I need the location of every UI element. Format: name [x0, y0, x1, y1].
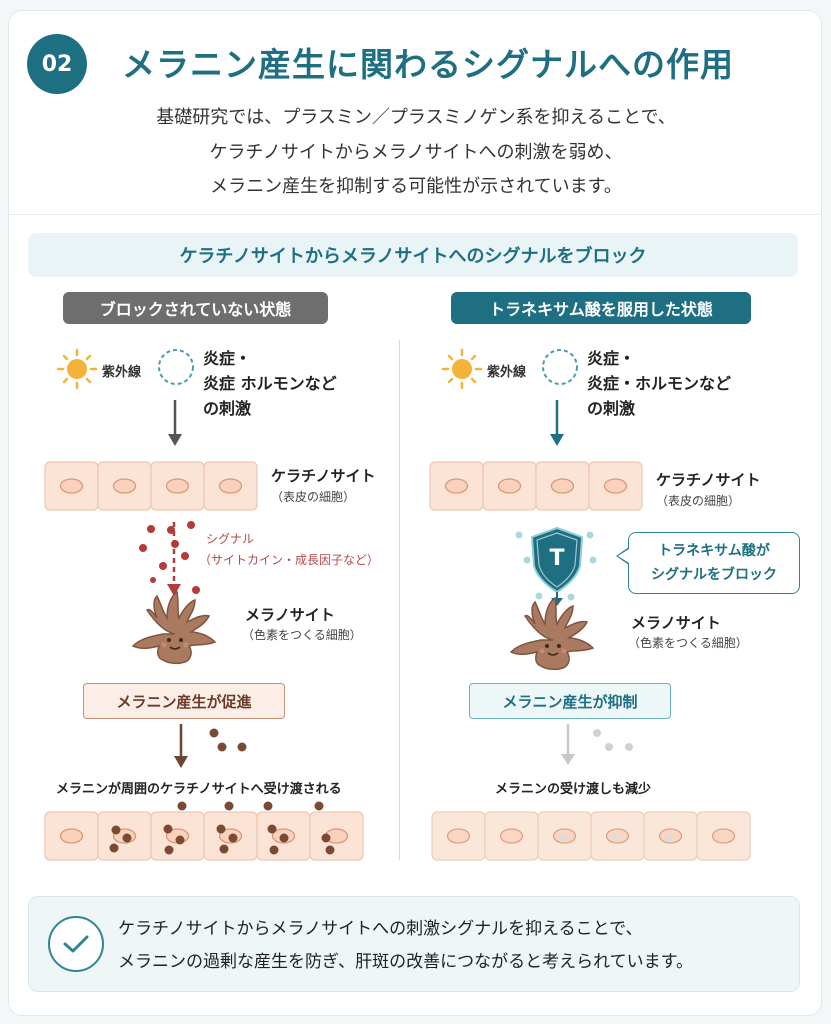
result-box-right: メラニン産生が抑制: [469, 683, 671, 719]
blocked-signal-dots: [515, 531, 597, 601]
keratinocyte-row-left: [44, 461, 258, 511]
uv-label-left: 紫外線: [102, 365, 142, 380]
panel-divider: [399, 340, 400, 860]
melanin-granules-left: [209, 728, 247, 752]
left-panel-title: ブロックされていない状態: [63, 292, 328, 324]
stimulus-line-1-right: 炎症・: [587, 349, 636, 368]
section-banner: ケラチノサイトからメラノサイトへのシグナルをブロック: [28, 233, 798, 277]
intro-line-2: ケラチノサイトからメラノサイトへの刺激を弱め、: [209, 142, 623, 163]
keratinocyte-label-left: ケラチノサイト: [271, 467, 376, 485]
keratinocyte-sublabel-left: （表皮の細胞）: [271, 490, 356, 504]
stimulus-line-1-left: 炎症・: [203, 349, 252, 368]
melanocyte-icon: [132, 591, 216, 665]
melanocyte-label-right: メラノサイト: [631, 614, 721, 632]
signal-dots-left: [139, 521, 200, 594]
melanin-granules-reduced: [593, 729, 633, 751]
keratinocyte-sublabel-right: （表皮の細胞）: [656, 494, 741, 508]
faint-melanin-granules: [559, 834, 673, 842]
uv-label-right: 紫外線: [487, 365, 527, 380]
intro-line-3: メラニン産生を抑制する可能性が示されています。: [210, 176, 622, 197]
sun-icon: [56, 348, 98, 390]
stimulus-line-2-left: 炎症 ホルモンなど: [203, 374, 337, 393]
shield-letter: T: [549, 546, 565, 571]
callout-box: トラネキサム酸が シグナルをブロック: [628, 532, 800, 594]
stimulus-line-3-left: の刺激: [203, 399, 252, 418]
melanocyte-icon: [510, 597, 594, 671]
melanocyte-sublabel-right: （色素をつくる細胞）: [628, 636, 748, 650]
check-icon: [48, 916, 104, 972]
keratinocyte-row-left-bottom: [44, 811, 364, 861]
keratinocyte-row-right: [429, 461, 643, 511]
sun-icon: [441, 348, 483, 390]
melanin-granules-transferred: [109, 801, 335, 855]
stimulus-line-2-right: 炎症・ホルモンなど: [587, 374, 732, 393]
keratinocyte-label-right: ケラチノサイト: [656, 471, 761, 489]
callout-line-1: トラネキサム酸が: [658, 543, 770, 559]
result-box-left: メラニン産生が促進: [83, 683, 285, 719]
transfer-label-right: メラニンの受け渡しも減少: [495, 782, 652, 797]
transfer-label-left: メラニンが周囲のケラチノサイトへ受け渡される: [56, 782, 342, 797]
stimulus-ring-icon: [158, 349, 194, 385]
melanocyte-label-left: メラノサイト: [245, 606, 335, 624]
keratinocyte-row-right-bottom: [431, 811, 751, 861]
stimulus-ring-icon: [542, 349, 578, 385]
callout-pointer-inner: [618, 549, 629, 563]
summary-box: [28, 896, 800, 992]
right-panel-title: トラネキサム酸を服用した状態: [451, 292, 751, 324]
stimulus-line-3-right: の刺激: [587, 399, 636, 418]
signal-sublabel: （サイトカイン・成長因子など）: [199, 553, 380, 567]
intro-line-1: 基礎研究では、プラスミン／プラスミノゲン系を抑えることで、: [156, 107, 676, 128]
section-title: メラニン産生に関わるシグナルへの作用: [122, 45, 734, 84]
section-number-badge: 02: [27, 34, 87, 94]
signal-label: シグナル: [206, 532, 255, 546]
header-divider: [8, 214, 820, 215]
summary-line-2: メラニンの過剰な産生を防ぎ、肝斑の改善につながると考えられています。: [118, 952, 693, 972]
melanocyte-sublabel-left: （色素をつくる細胞）: [242, 628, 362, 642]
callout-line-2: シグナルをブロック: [651, 567, 777, 583]
summary-line-1: ケラチノサイトからメラノサイトへの刺激シグナルを抑えることで、: [118, 919, 643, 939]
